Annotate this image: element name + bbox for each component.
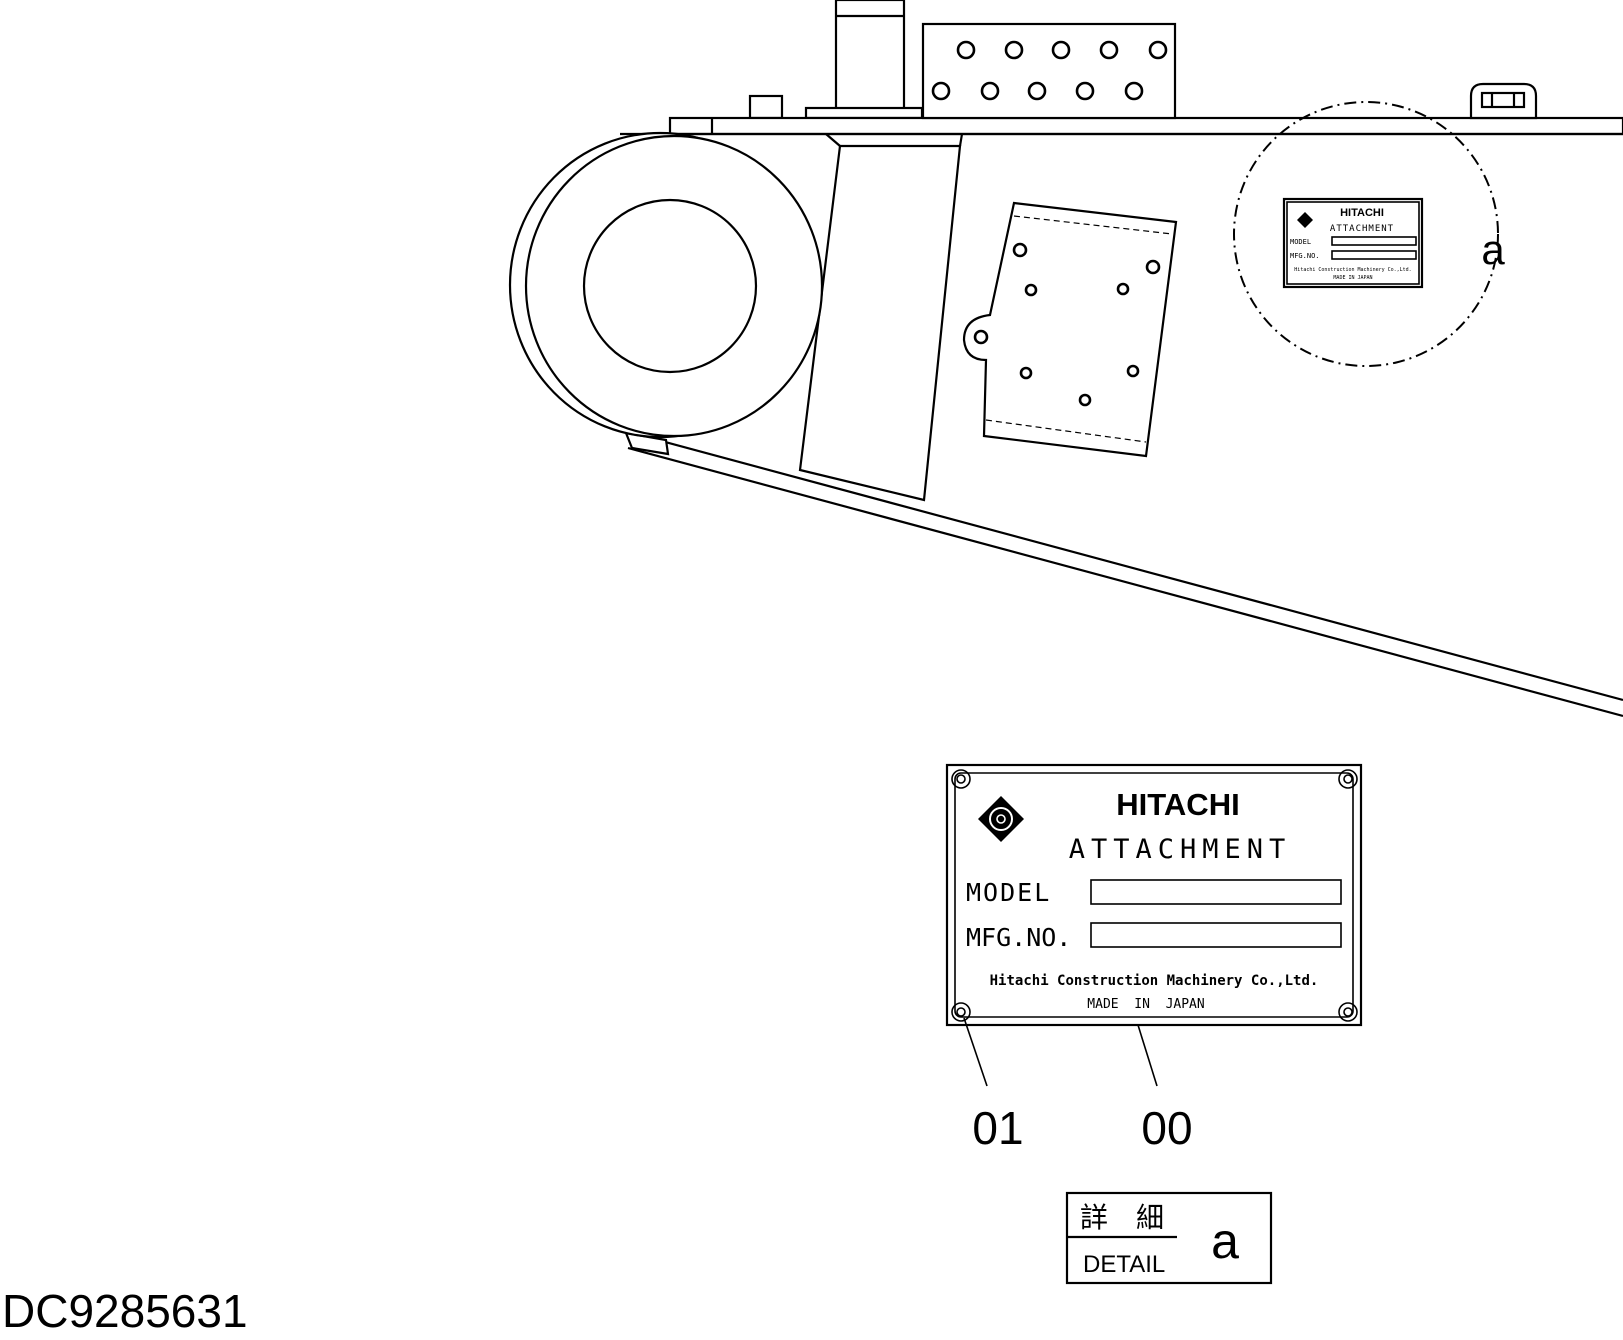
svg-text:Hitachi Construction Machinery: Hitachi Construction Machinery Co.,Ltd. bbox=[1294, 267, 1411, 273]
svg-text:MADE IN JAPAN: MADE IN JAPAN bbox=[1333, 275, 1372, 281]
boss-block bbox=[798, 133, 964, 502]
svg-text:ATTACHMENT: ATTACHMENT bbox=[1330, 224, 1394, 234]
callout-leaders bbox=[963, 1017, 1158, 1087]
drawing-number: DC9285631 bbox=[2, 1285, 248, 1337]
model-field bbox=[1090, 879, 1342, 905]
detail-box: 詳 細 DETAIL a bbox=[1065, 1191, 1273, 1285]
detail-japanese: 詳 細 bbox=[1080, 1201, 1164, 1234]
origin-text: MADE IN JAPAN bbox=[1087, 997, 1204, 1012]
small-block bbox=[748, 94, 784, 120]
model-label: MODEL bbox=[966, 878, 1051, 907]
bolt-plate bbox=[921, 22, 1177, 120]
mounting-plate bbox=[962, 201, 1178, 458]
detail-letter: a bbox=[1211, 1213, 1239, 1269]
boom-body bbox=[620, 132, 1623, 702]
manufacturer-text: Hitachi Construction Machinery Co.,Ltd. bbox=[990, 973, 1319, 989]
boom-assembly: HITACHI ATTACHMENT MODEL MFG.NO. Hitachi… bbox=[508, 0, 1623, 718]
svg-text:MFG.NO.: MFG.NO. bbox=[1290, 252, 1320, 260]
mfg-no-label: MFG.NO. bbox=[966, 923, 1071, 952]
detail-circle bbox=[1233, 101, 1499, 367]
detail-english: DETAIL bbox=[1083, 1251, 1165, 1278]
nameplate-brand: HITACHI bbox=[1116, 787, 1239, 822]
svg-text:MODEL: MODEL bbox=[1290, 238, 1311, 246]
hitachi-logo-icon bbox=[978, 796, 1024, 842]
nameplate-product: ATTACHMENT bbox=[1069, 834, 1292, 865]
mfg-no-field bbox=[1090, 922, 1342, 948]
pin-boss bbox=[508, 131, 824, 456]
small-nameplate: HITACHI ATTACHMENT MODEL MFG.NO. Hitachi… bbox=[1282, 197, 1424, 289]
corner-screws bbox=[951, 769, 1358, 1022]
callout-01: 01 bbox=[972, 1102, 1023, 1154]
top-cylinder-stub bbox=[804, 0, 924, 120]
callout-00: 00 bbox=[1141, 1102, 1192, 1154]
handle-bracket bbox=[1469, 82, 1538, 120]
svg-text:HITACHI: HITACHI bbox=[1340, 207, 1384, 219]
detail-label-a: a bbox=[1481, 226, 1505, 273]
top-rail bbox=[668, 116, 1623, 136]
nameplate-detail: HITACHI ATTACHMENT MODEL MFG.NO. Hitachi… bbox=[945, 763, 1363, 1027]
